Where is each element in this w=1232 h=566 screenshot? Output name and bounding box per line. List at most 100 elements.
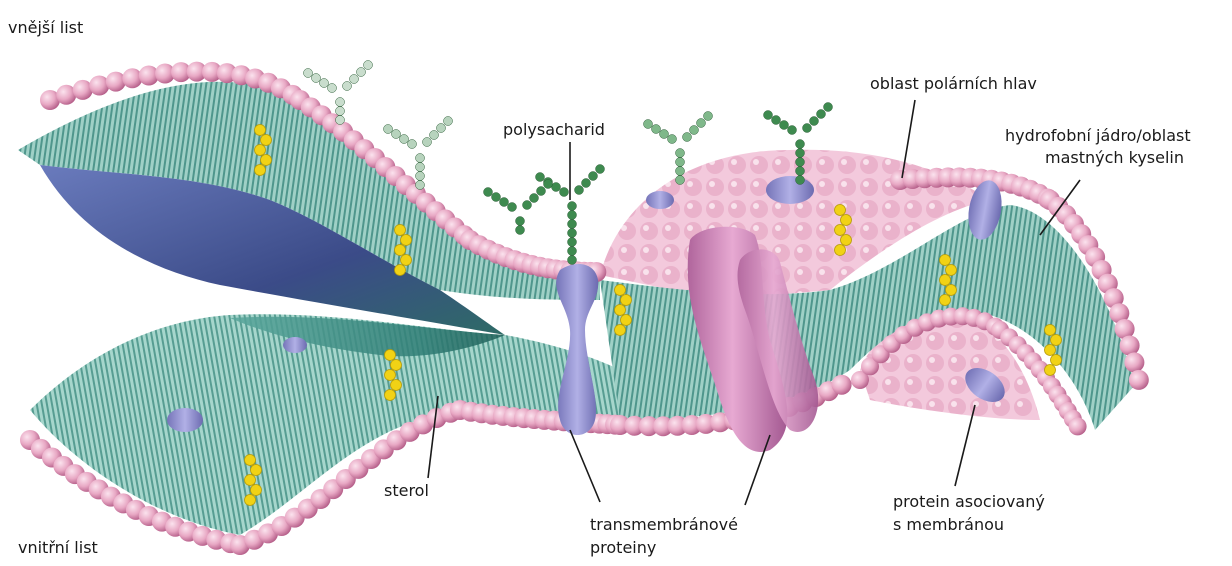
sterol-ring (1045, 345, 1056, 356)
sugar-unit (568, 220, 577, 229)
sterol-ring (245, 475, 256, 486)
sugar-unit (336, 98, 345, 107)
sugar-unit (384, 125, 393, 134)
label-associated-protein-2: s membránou (893, 514, 1004, 535)
sugar-unit (416, 172, 425, 181)
sugar-unit (575, 186, 584, 195)
head-bead (832, 375, 852, 395)
sugar-unit (704, 112, 713, 121)
sterol-ring (401, 235, 412, 246)
sugar-unit (589, 172, 598, 181)
sugar-unit (676, 149, 685, 158)
sugar-unit (392, 130, 401, 139)
sugar-unit (668, 135, 677, 144)
sugar-unit (364, 61, 373, 70)
sugar-unit (430, 131, 439, 140)
sugar-unit (697, 119, 706, 128)
sterol-ring (940, 275, 951, 286)
sterol-ring (835, 205, 846, 216)
sterol-ring (245, 495, 256, 506)
sugar-unit (568, 247, 577, 256)
sterol-ring (946, 285, 957, 296)
sterol-ring (615, 325, 626, 336)
sugar-unit (817, 110, 826, 119)
sterol-ring (385, 370, 396, 381)
sterol-ring (1051, 355, 1062, 366)
sugar-unit (328, 84, 337, 93)
head-bead (1129, 370, 1149, 390)
sugar-unit (400, 135, 409, 144)
sugar-unit (350, 75, 359, 84)
sugar-unit (304, 69, 313, 78)
sterol-ring (940, 255, 951, 266)
sugar-unit (676, 158, 685, 167)
sugar-unit (796, 149, 805, 158)
sterol-ring (835, 245, 846, 256)
sugar-unit (652, 125, 661, 134)
sterol-ring (1045, 325, 1056, 336)
sugar-unit (336, 116, 345, 125)
sterol-ring (835, 225, 846, 236)
sugar-unit (416, 181, 425, 190)
sterol-ring (245, 455, 256, 466)
sugar-unit (536, 173, 545, 182)
sugar-unit (676, 167, 685, 176)
sugar-unit (537, 187, 546, 196)
sugar-unit (508, 203, 517, 212)
sterol-ring (391, 380, 402, 391)
sterol-ring (940, 295, 951, 306)
sugar-unit (552, 183, 561, 192)
sterol-ring (395, 265, 406, 276)
sugar-unit (437, 124, 446, 133)
sugar-unit (336, 107, 345, 116)
sugar-unit (343, 82, 352, 91)
label-polar-heads: oblast polárních hlav (870, 73, 1037, 94)
sugar-unit (357, 68, 366, 77)
sugar-unit (444, 117, 453, 126)
sugar-unit (423, 138, 432, 147)
sterol-ring (946, 265, 957, 276)
sterol-ring (1051, 335, 1062, 346)
sugar-unit (676, 176, 685, 185)
sterol-ring (841, 235, 852, 246)
sugar-unit (320, 79, 329, 88)
sugar-unit (416, 154, 425, 163)
sugar-unit (796, 158, 805, 167)
sterol-ring (385, 390, 396, 401)
label-transmembrane-1: transmembránové (590, 514, 738, 535)
sugar-unit (568, 229, 577, 238)
label-outer-leaflet: vnější list (8, 17, 83, 38)
sterol-ring (261, 135, 272, 146)
label-hydrophobic-core-2: mastných kyselin (1045, 147, 1184, 168)
sugar-unit (492, 193, 501, 202)
sterol-ring (391, 360, 402, 371)
sugar-unit (683, 133, 692, 142)
sterol-ring (255, 125, 266, 136)
sterol-ring (401, 255, 412, 266)
sterol-ring (395, 245, 406, 256)
sugar-unit (796, 167, 805, 176)
label-hydrophobic-core-1: hydrofobní jádro/oblast (1005, 125, 1191, 146)
sterol-ring (255, 145, 266, 156)
sugar-unit (544, 180, 553, 189)
sugar-unit (568, 256, 577, 265)
sugar-unit (780, 121, 789, 130)
label-polysaccharide: polysacharid (503, 119, 605, 140)
sugar-unit (810, 117, 819, 126)
head-bead (106, 72, 126, 92)
sugar-unit (788, 126, 797, 135)
sugar-unit (803, 124, 812, 133)
sterol-ring (251, 465, 262, 476)
sugar-unit (582, 179, 591, 188)
sugar-unit (644, 120, 653, 129)
sugar-unit (484, 188, 493, 197)
sugar-unit (568, 238, 577, 247)
sugar-unit (660, 130, 669, 139)
sugar-unit (796, 176, 805, 185)
sterol-ring (621, 295, 632, 306)
sterol-ring (261, 155, 272, 166)
sugar-unit (530, 194, 539, 203)
sterol-ring (621, 315, 632, 326)
sugar-unit (772, 116, 781, 125)
label-associated-protein-1: protein asociovaný (893, 491, 1045, 512)
